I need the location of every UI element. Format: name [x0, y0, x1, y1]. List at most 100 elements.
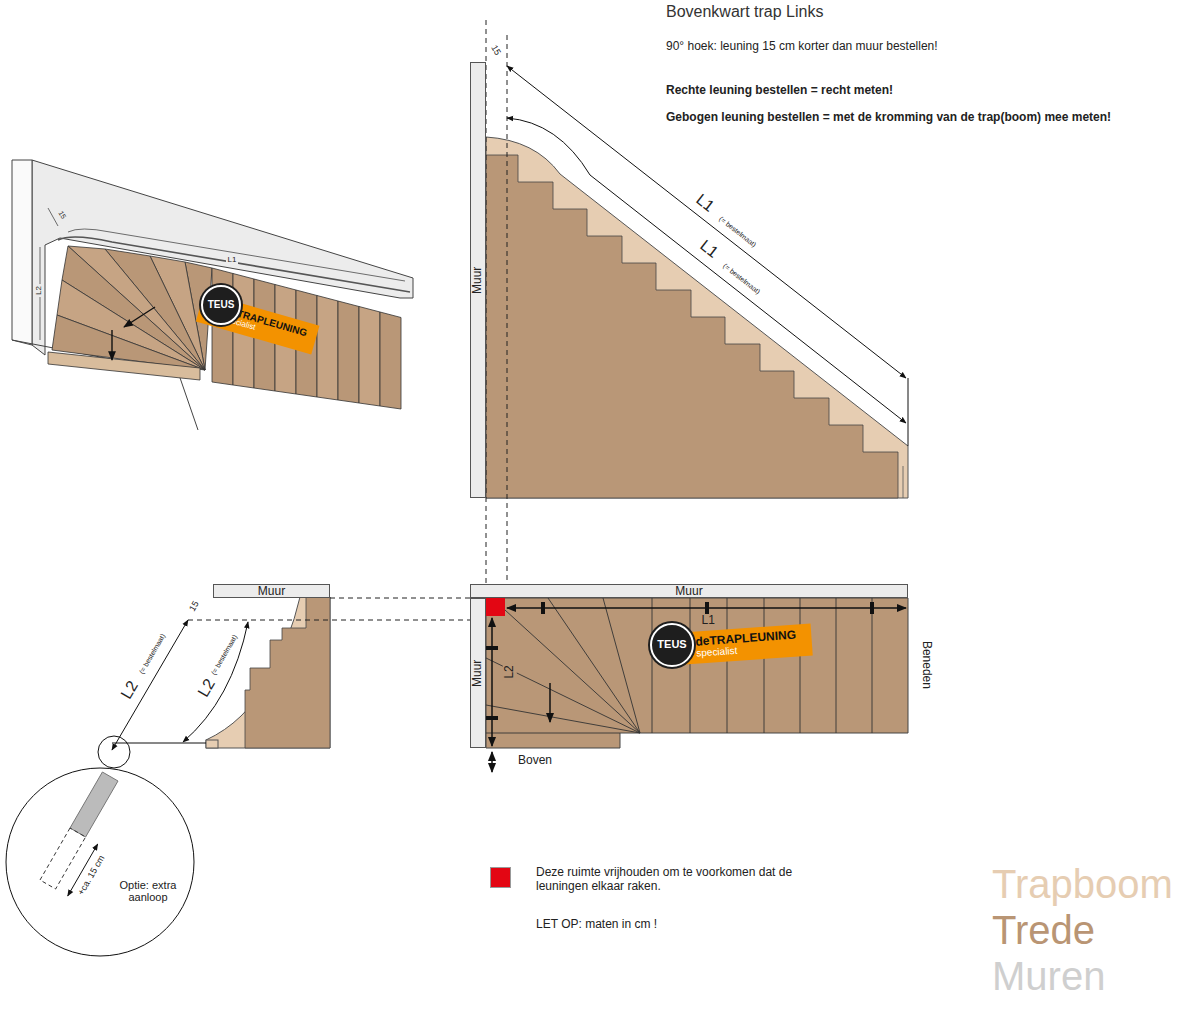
elevation-view	[486, 20, 908, 598]
annotation: L1	[226, 255, 239, 264]
wall-label: Muur	[675, 585, 702, 598]
color-legend-word: Trede	[992, 908, 1095, 952]
annotation: 15	[489, 43, 503, 57]
plan-view-part	[491, 752, 493, 772]
title: Bovenkwart trap Links	[666, 3, 823, 21]
wall-label: Muur	[258, 585, 285, 598]
elevation-view-part	[908, 378, 909, 446]
annotation: 15	[187, 599, 201, 613]
perspective-view-part	[48, 352, 200, 380]
legend-text: Trede	[992, 908, 1095, 952]
annotation: L2	[193, 674, 220, 702]
side-view-part	[330, 598, 486, 599]
plan-view-part-part	[690, 598, 691, 733]
side-view-part	[40, 828, 86, 889]
perspective-view-part	[111, 330, 112, 360]
plan-view-part-part	[800, 598, 801, 733]
perspective-view-part	[12, 160, 32, 345]
plan-view-part	[486, 646, 498, 650]
annotation: LET OP: maten in cm !	[536, 918, 657, 932]
plan-view-part-part	[486, 705, 640, 733]
plan-view-part-part	[548, 598, 640, 733]
side-view-part	[183, 622, 248, 742]
plan-view-part	[870, 602, 874, 614]
elevation-view-part	[507, 118, 906, 423]
annotation: Boven	[518, 754, 552, 768]
plan-view-part-part	[486, 733, 620, 734]
annotation: (= bestelmaat)	[208, 632, 239, 678]
perspective-view-part	[58, 237, 410, 292]
side-view-part	[6, 768, 194, 956]
plan-view-part	[549, 683, 551, 722]
side-view	[6, 597, 486, 956]
perspective-view-part	[359, 307, 380, 407]
annotation: L2	[116, 676, 143, 704]
annotation: 15	[56, 210, 67, 221]
side-view-part	[188, 620, 486, 621]
elevation-view-part	[507, 35, 508, 598]
perspective-view-part	[48, 208, 58, 226]
plan-view-part	[705, 602, 709, 614]
annotation: Beneden	[919, 641, 933, 689]
logo-text: TEUS	[208, 300, 235, 311]
perspective-view-part	[317, 296, 338, 401]
annotation: Optie: extra aanloop	[108, 879, 188, 904]
plan-view-part-part	[652, 598, 653, 733]
annotation: L1	[691, 189, 719, 217]
wall-band: Muur	[470, 598, 486, 748]
plan-view-part-part	[486, 658, 640, 733]
side-view-part	[112, 620, 188, 750]
annotation: +ca. 15 cm	[75, 852, 108, 899]
annotation: L1	[695, 235, 723, 263]
plan-view-part-part	[764, 598, 765, 733]
legend-text: Muren	[992, 954, 1105, 998]
legend-text: Deze ruimte vrijhouden om te voorkomen d…	[536, 866, 798, 894]
elevation-view-part	[486, 155, 898, 498]
logo-seal: TEUS	[650, 623, 694, 667]
logo-seal: TEUS	[201, 285, 241, 325]
elevation-view-part	[486, 137, 908, 498]
annotation: (= bestelmaat)	[715, 214, 759, 250]
annotation: L2	[502, 663, 516, 680]
perspective-view-part	[68, 229, 405, 281]
plan-view-part-part	[603, 598, 640, 733]
perspective-view-part	[380, 312, 401, 409]
side-view-part	[98, 736, 130, 768]
plan-view-part-part	[872, 598, 873, 733]
annotation: (= bestelmaat)	[719, 261, 763, 297]
plan-view-part-part	[836, 598, 837, 733]
brand-tagline: specialist	[696, 646, 738, 659]
plan-view	[486, 598, 908, 772]
perspective-view	[12, 160, 413, 430]
annotation: L1	[702, 614, 715, 628]
wall-band: Muur	[470, 584, 908, 598]
annotation: Gebogen leuning bestellen = met de kromm…	[666, 111, 1111, 125]
elevation-view-part	[903, 466, 904, 498]
brand-name: deTRAPLEUNING	[695, 629, 796, 649]
plan-view-part	[486, 598, 505, 616]
plan-view-part	[486, 598, 908, 748]
color-legend-word: Muren	[992, 954, 1105, 998]
plan-view-part-part	[505, 610, 640, 733]
wall-label: Muur	[472, 659, 485, 686]
plan-view-part	[491, 618, 493, 746]
color-legend-word: Trapboom	[992, 862, 1173, 906]
annotation: Rechte leuning bestellen = recht meten!	[666, 84, 893, 98]
annotation: (= bestelmaat)	[136, 631, 167, 677]
logo-text: TEUS	[657, 639, 686, 651]
plan-view-part	[486, 716, 498, 720]
side-view-part	[112, 743, 206, 744]
perspective-view-part	[338, 301, 359, 403]
wall-band: Muur	[213, 584, 330, 598]
annotation: 90° hoek: leuning 15 cm korter dan muur …	[666, 40, 938, 54]
side-view-part	[206, 740, 218, 748]
wall-label: Muur	[472, 266, 485, 293]
legend-text: Trapboom	[992, 862, 1173, 906]
wall-band: Muur	[470, 62, 486, 498]
legend-swatch	[490, 867, 511, 888]
plan-view-part-part	[727, 598, 728, 733]
plan-view-part	[541, 602, 545, 614]
annotation: L2	[33, 284, 42, 297]
side-view-part	[70, 772, 118, 837]
